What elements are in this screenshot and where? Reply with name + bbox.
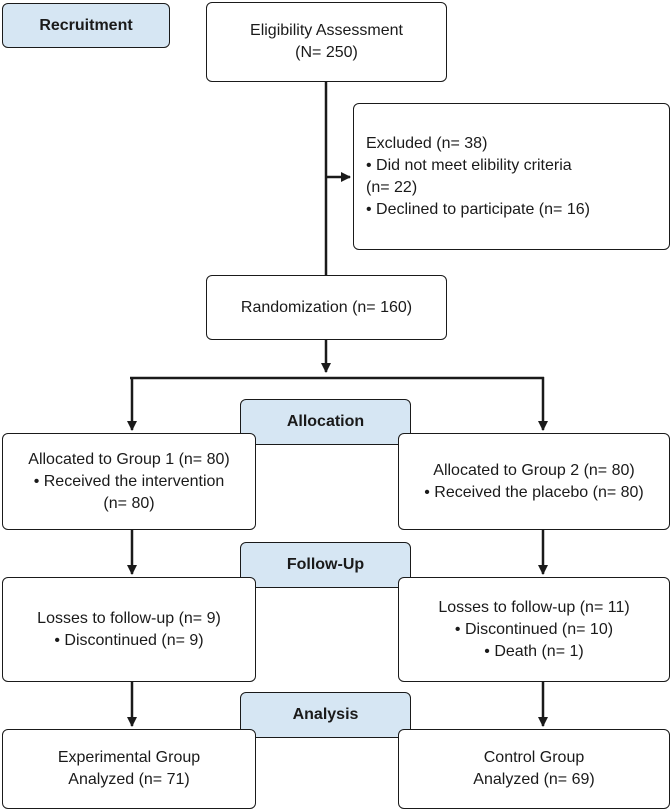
eligibility-box: Eligibility Assessment (N= 250): [206, 2, 447, 82]
stage-follow-up-label: Follow-Up: [286, 556, 365, 573]
group2-followup-title: Losses to follow-up (n= 11): [438, 598, 630, 616]
group2-analysis-title: Control Group: [483, 749, 585, 766]
excluded-title: Excluded (n= 38): [366, 134, 488, 152]
group2-allocation-title: Allocated to Group 2 (n= 80): [433, 461, 635, 479]
excluded-reason-criteria: • Did not meet elibility criteria: [366, 156, 572, 174]
stage-allocation: Allocation: [240, 399, 411, 445]
group1-allocation-box: Allocated to Group 1 (n= 80) • Received …: [2, 433, 256, 530]
randomization-box: Randomization (n= 160): [206, 275, 447, 340]
group1-followup-title: Losses to follow-up (n= 9): [37, 609, 221, 627]
stage-analysis-label: Analysis: [292, 706, 359, 723]
group2-analysis-box: Control Group Analyzed (n= 69): [398, 729, 670, 809]
group1-analysis-title: Experimental Group: [57, 749, 201, 766]
group2-followup-discontinued: • Discontinued (n= 10): [454, 620, 614, 638]
eligibility-count: (N= 250): [295, 44, 358, 61]
excluded-box: Excluded (n= 38) • Did not meet elibilit…: [353, 103, 670, 250]
group1-analysis-count: Analyzed (n= 71): [68, 771, 190, 788]
group1-followup-box: Losses to follow-up (n= 9) • Discontinue…: [2, 577, 256, 682]
group2-followup-death: • Death (n= 1): [484, 642, 584, 660]
stage-analysis: Analysis: [240, 692, 411, 738]
eligibility-title: Eligibility Assessment: [250, 22, 403, 39]
group2-allocation-detail: • Received the placebo (n= 80): [424, 483, 644, 501]
stage-follow-up: Follow-Up: [240, 542, 411, 588]
group1-allocation-title: Allocated to Group 1 (n= 80): [28, 450, 230, 468]
stage-allocation-label: Allocation: [286, 413, 365, 430]
group1-followup-discontinued: • Discontinued (n= 9): [54, 631, 204, 649]
group1-allocation-count: (n= 80): [103, 494, 155, 512]
group2-analysis-count: Analyzed (n= 69): [473, 771, 595, 788]
group2-followup-box: Losses to follow-up (n= 11) • Discontinu…: [398, 577, 670, 682]
excluded-reason-criteria-count: (n= 22): [366, 178, 418, 196]
stage-recruitment-label: Recruitment: [39, 16, 133, 34]
group2-allocation-box: Allocated to Group 2 (n= 80) • Received …: [398, 433, 670, 530]
stage-recruitment: Recruitment: [2, 3, 170, 48]
randomization-label: Randomization (n= 160): [240, 298, 413, 316]
group1-allocation-detail: • Received the intervention: [33, 472, 225, 490]
group1-analysis-box: Experimental Group Analyzed (n= 71): [2, 729, 256, 809]
excluded-reason-declined: • Declined to participate (n= 16): [366, 200, 590, 218]
